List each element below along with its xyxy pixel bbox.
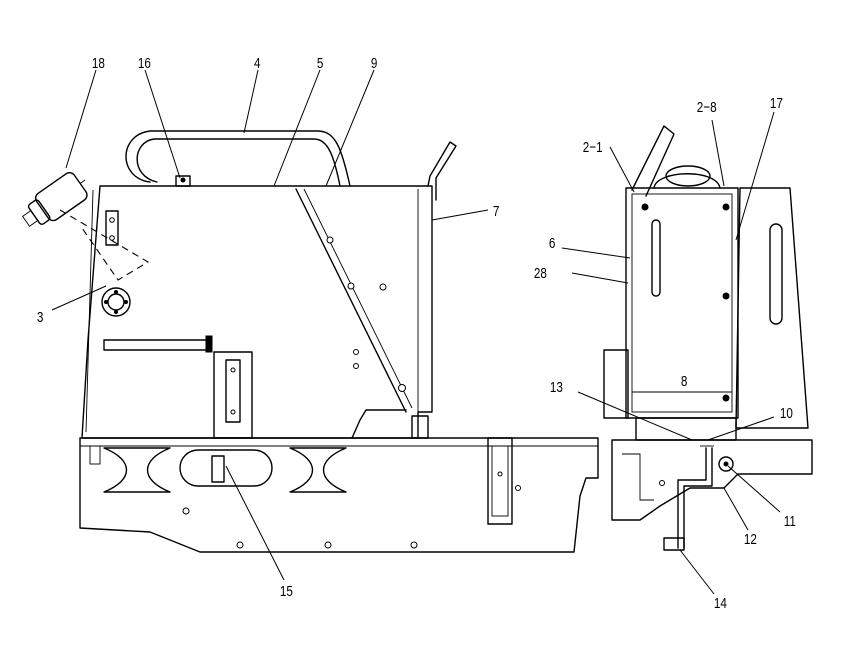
sight-tube xyxy=(103,339,211,351)
tank-front-edge xyxy=(85,189,94,433)
callout-17: 17 xyxy=(770,95,783,112)
handle-tube-inner xyxy=(136,138,341,187)
callout-5: 5 xyxy=(317,55,324,72)
callout-28: 28 xyxy=(534,265,547,282)
callout-11: 11 xyxy=(784,513,796,530)
panel-mark: 8 xyxy=(681,373,688,390)
filler-cap-dot xyxy=(180,177,186,183)
plate-slot xyxy=(769,223,783,325)
port-flange-inner xyxy=(107,293,125,311)
angled-panel-2 xyxy=(303,188,413,409)
callout-3: 3 xyxy=(37,309,44,326)
bent-rod xyxy=(677,447,713,549)
filter-canister xyxy=(22,171,88,227)
pump-housing xyxy=(653,173,721,189)
center-pin xyxy=(211,455,225,483)
drain-hose xyxy=(351,409,407,439)
angled-panel xyxy=(295,188,407,413)
bracket-plate xyxy=(105,210,119,246)
tray xyxy=(635,417,737,441)
lower-bracket xyxy=(611,439,813,521)
callout-7: 7 xyxy=(493,203,500,220)
base-mount xyxy=(487,437,513,525)
callout-13: 13 xyxy=(550,379,563,396)
frame-slot-center xyxy=(179,449,273,487)
callout-labels: 18 16 4 5 9 7 3 15 2−1 2−8 17 6 28 13 10… xyxy=(37,55,796,612)
callout-14: 14 xyxy=(714,595,727,612)
phantom-outline xyxy=(59,209,150,281)
leader-lines xyxy=(51,69,781,595)
callout-15: 15 xyxy=(280,583,293,600)
side-view xyxy=(22,130,599,553)
callout-4: 4 xyxy=(254,55,261,72)
callout-16: 16 xyxy=(138,55,151,72)
callout-9: 9 xyxy=(371,55,378,72)
callout-10: 10 xyxy=(780,405,793,422)
callout-2-8: 2−8 xyxy=(697,99,717,116)
side-plate xyxy=(735,187,809,429)
drain-valve xyxy=(411,415,429,439)
callout-2-1: 2−1 xyxy=(583,139,603,156)
base-frame xyxy=(79,437,599,553)
pivot-knob xyxy=(718,456,734,472)
end-view: 8 xyxy=(603,125,813,551)
frame-slot-right xyxy=(289,447,347,493)
bolt-14 xyxy=(663,537,685,551)
box-slot xyxy=(651,219,661,297)
callout-18: 18 xyxy=(92,55,105,72)
callout-12: 12 xyxy=(744,531,757,548)
mount-bracket xyxy=(213,351,253,439)
frame-slot-left xyxy=(103,447,171,493)
callout-6: 6 xyxy=(549,235,556,252)
handle-tube xyxy=(125,130,351,187)
fill-tube xyxy=(427,141,457,201)
filler-cap xyxy=(175,175,191,187)
port-flange xyxy=(101,287,131,317)
side-box xyxy=(603,349,629,419)
tube-top xyxy=(631,125,675,197)
tank-body xyxy=(81,185,433,439)
